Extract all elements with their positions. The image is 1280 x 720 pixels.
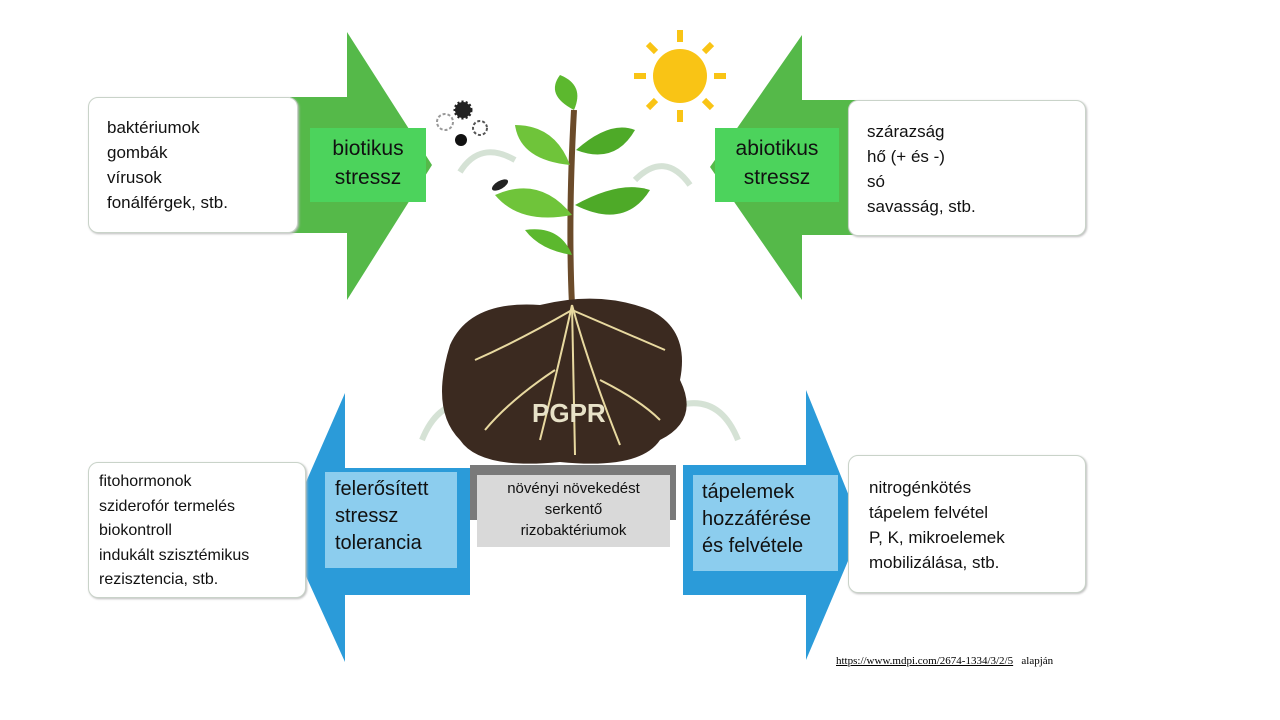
nutrients-item: tápelem felvétel xyxy=(869,503,989,522)
abiotic-item: szárazság xyxy=(867,122,945,141)
abiotic-item: hő (+ és -) xyxy=(867,147,945,166)
biotic-examples-box: baktériumok gombák vírusok fonálférgek, … xyxy=(88,97,298,233)
label-line: biotikus xyxy=(332,137,404,160)
nutrients-item: mobilizálása, stb. xyxy=(869,553,1000,572)
label-line: stressz xyxy=(335,505,399,527)
label-line: felerősített xyxy=(335,478,429,500)
tolerance-item: indukált szisztémikus xyxy=(99,546,250,564)
biotic-item: gombák xyxy=(107,143,168,162)
pathogen-icon xyxy=(436,100,509,191)
definition-line: rizobaktériumok xyxy=(520,522,627,539)
label-line: és felvétele xyxy=(702,535,804,557)
definition-line: növényi növekedést xyxy=(507,480,640,497)
tolerance-item: rezisztencia, stb. xyxy=(99,571,219,588)
source-suffix: alapján xyxy=(1021,655,1054,667)
abiotic-item: savasság, stb. xyxy=(867,197,976,216)
pgpr-label: PGPR xyxy=(532,398,606,428)
nutrients-examples-box: nitrogénkötés tápelem felvétel P, K, mik… xyxy=(848,455,1086,593)
nutrient-uptake-label: tápelemek hozzáférése és felvétele xyxy=(693,475,838,571)
label-line: abiotikus xyxy=(735,137,819,160)
pgpr-definition-box: növényi növekedést serkentő rizobaktériu… xyxy=(477,475,670,547)
abiotic-examples-box: szárazság hő (+ és -) só savasság, stb. xyxy=(848,100,1086,236)
label-line: tolerancia xyxy=(335,532,422,554)
tolerance-item: biokontroll xyxy=(99,522,172,539)
abiotic-stress-label: abiotikus stressz xyxy=(715,128,839,202)
label-line: hozzáférése xyxy=(702,508,811,530)
sun-icon xyxy=(634,30,726,122)
tolerance-examples-box: fitohormonok sziderofór termelés biokont… xyxy=(88,462,306,598)
biotic-item: fonálférgek, stb. xyxy=(107,193,228,212)
definition-line: serkentő xyxy=(544,501,603,518)
nutrients-item: P, K, mikroelemek xyxy=(869,528,1005,547)
biotic-item: vírusok xyxy=(107,168,162,187)
label-line: tápelemek xyxy=(702,481,795,503)
stress-tolerance-label: felerősített stressz tolerancia xyxy=(325,472,457,568)
label-line: stressz xyxy=(334,166,402,189)
biotic-item: baktériumok xyxy=(107,118,200,137)
tolerance-item: fitohormonok xyxy=(99,473,192,490)
source-link[interactable]: https://www.mdpi.com/2674-1334/3/2/5 xyxy=(836,655,1014,667)
tolerance-item: sziderofór termelés xyxy=(99,497,236,515)
plant-illustration xyxy=(442,75,687,464)
nutrients-item: nitrogénkötés xyxy=(869,478,972,497)
abiotic-item: só xyxy=(867,172,885,191)
biotic-stress-label: biotikus stressz xyxy=(310,128,426,202)
label-line: stressz xyxy=(743,166,811,189)
source-citation: https://www.mdpi.com/2674-1334/3/2/5 ala… xyxy=(836,655,1053,667)
